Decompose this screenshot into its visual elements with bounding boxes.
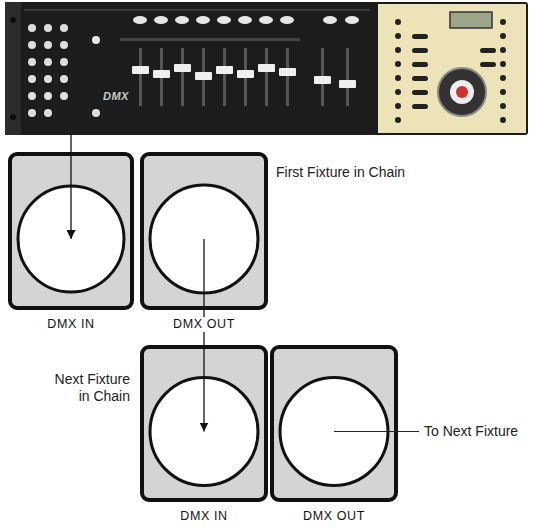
port-name: DMX OUT <box>300 509 368 524</box>
port-caption-row: DMX OUT <box>270 507 398 524</box>
fixture-note: To Next Fixture <box>424 423 528 440</box>
port-caption-row: DMX IN <box>8 315 134 332</box>
port-caption-row: DMX OUT <box>140 315 268 332</box>
port-caption-row: DMX IN <box>140 507 268 524</box>
dmx-controller: DMX <box>5 2 528 135</box>
fixture-note: Next Fixture in Chain <box>46 371 130 405</box>
port-panel <box>270 345 398 502</box>
port-name: DMX IN <box>177 509 230 524</box>
dmx-cable <box>70 135 71 239</box>
fixture-port: DMX OUT <box>270 345 398 524</box>
port-name: DMX OUT <box>170 317 238 332</box>
dmx-controller-illustration <box>0 0 533 140</box>
dmx-cable <box>203 239 204 432</box>
fixture-note: First Fixture in Chain <box>276 164 476 181</box>
port-name: DMX IN <box>44 317 97 332</box>
controller-brand: DMX <box>103 90 129 102</box>
leader-line <box>334 431 419 432</box>
port-socket <box>274 349 394 498</box>
